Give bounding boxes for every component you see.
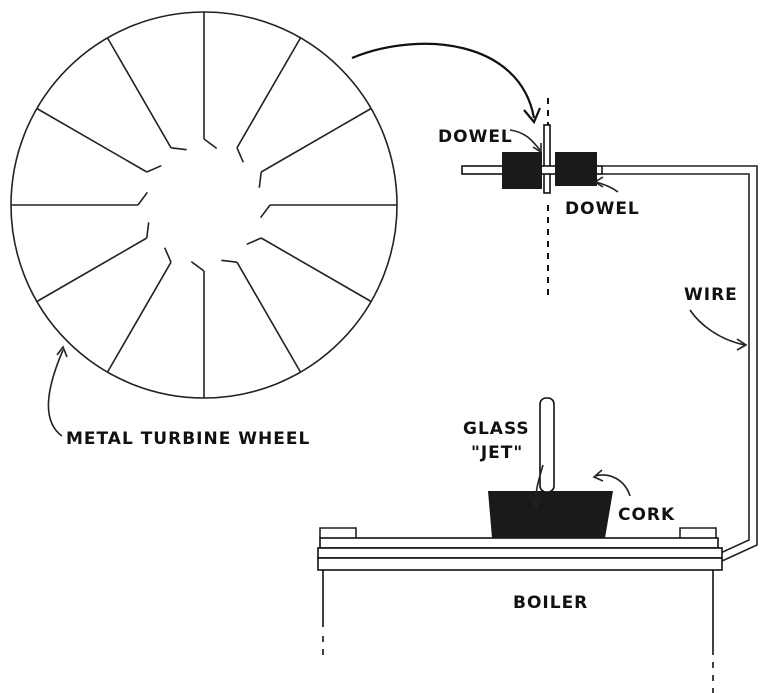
- turbine-blade: [260, 237, 372, 303]
- dowel-left-arrowhead: [532, 143, 542, 154]
- wire-arrow: [689, 309, 746, 346]
- turbine-blade-tab: [170, 147, 187, 151]
- turbine-label: METAL TURBINE WHEEL: [66, 429, 310, 449]
- boiler-lip-left: [319, 527, 357, 538]
- turbine-blade-tab: [246, 237, 262, 246]
- boiler-lip-right: [679, 527, 717, 538]
- wire-arrowhead: [736, 338, 748, 351]
- jet-arrowhead: [529, 496, 542, 509]
- dowel-right: [555, 152, 597, 186]
- dowel-right-label: DOWEL: [565, 199, 640, 219]
- turbine-blade-tab: [137, 191, 149, 206]
- shaft-assembly: [461, 98, 603, 295]
- boiler-label: BOILER: [513, 593, 588, 613]
- boiler-rim: [317, 557, 723, 571]
- turbine-blades: [11, 12, 397, 398]
- turbine-blade-tab: [163, 247, 172, 263]
- cork-arrow: [594, 474, 631, 497]
- turbine-blade: [36, 237, 148, 303]
- turbine-blade-tab: [236, 147, 245, 163]
- turbine-blade: [106, 261, 172, 373]
- wire-inner: [600, 173, 750, 557]
- turbine-blade: [106, 37, 172, 149]
- turbine-blade-tab: [146, 164, 162, 173]
- cork-label: CORK: [618, 505, 675, 525]
- turbine-blade: [260, 107, 372, 173]
- wheel-to-shaft-arrow: [351, 42, 536, 119]
- jet-label: "JET": [471, 443, 523, 463]
- dowel-left: [502, 152, 542, 189]
- turbine-arrow: [47, 349, 64, 437]
- dowel-right-arrowhead: [593, 176, 604, 188]
- boiler: [317, 527, 723, 693]
- turbine-blade: [36, 107, 148, 173]
- turbine-blade: [236, 261, 302, 373]
- wire-outer: [600, 165, 758, 562]
- turbine-wheel-edge: [543, 124, 551, 194]
- boiler-top-plate: [319, 537, 719, 549]
- turbine-wheel: [10, 11, 398, 399]
- turbine-arrowhead: [56, 345, 68, 358]
- turbine-blade-tab: [258, 171, 262, 188]
- wheel-to-shaft-arrowhead: [523, 107, 542, 125]
- turbine-blade-tab: [221, 259, 238, 263]
- turbine-blade-tab: [259, 204, 271, 219]
- cork: [488, 491, 613, 538]
- dowel-left-arrow: [509, 129, 541, 151]
- turbine-blade-tab: [146, 222, 150, 239]
- dowel-right-arrow: [595, 181, 619, 193]
- turbine-blade: [236, 37, 302, 149]
- boiler-lid: [317, 547, 723, 559]
- glass-jet: [539, 397, 555, 493]
- turbine-blade-tab: [203, 138, 218, 150]
- wire-bracket: [600, 165, 758, 562]
- wire-label: WIRE: [684, 285, 738, 305]
- jet-arrow: [535, 464, 544, 506]
- glass-label: GLASS: [463, 419, 530, 439]
- cork-arrowhead: [592, 469, 604, 482]
- turbine-blade-tab: [190, 260, 205, 272]
- dowel-top-label: DOWEL: [438, 127, 513, 147]
